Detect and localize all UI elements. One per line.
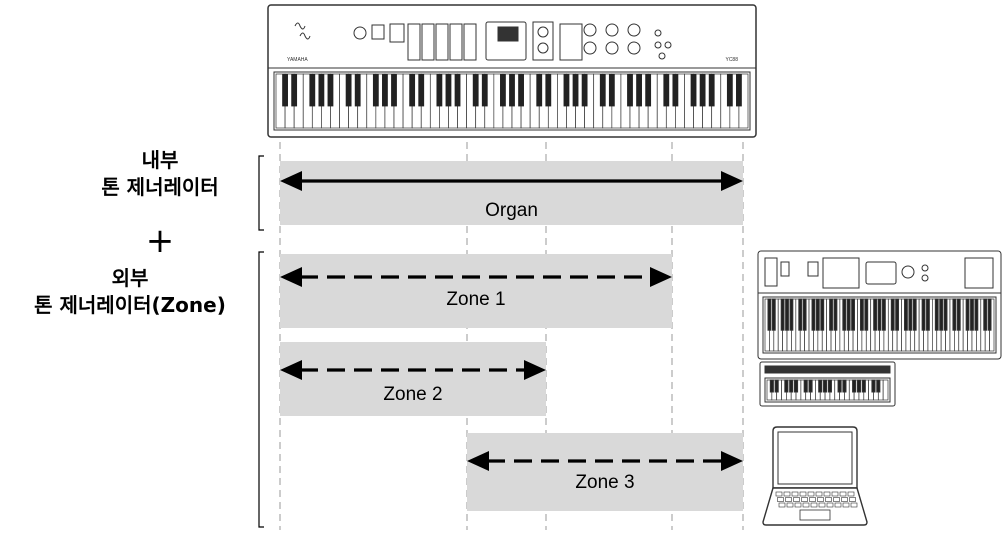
range-label: Zone 3: [575, 472, 634, 493]
range-band: [280, 342, 546, 416]
synthesizer-illustration: [757, 250, 1002, 360]
arrow-head-right: [524, 360, 546, 380]
control-panel: [294, 21, 672, 61]
arrow-head-right: [721, 451, 743, 471]
black-keys: [282, 74, 742, 107]
range-band: [280, 161, 743, 225]
range-zone-1: Zone 1: [280, 254, 672, 328]
internal-label-line2: 톤 제너레이터: [101, 175, 219, 199]
external-label-line2: 톤 제너레이터(Zone): [34, 293, 226, 317]
keyboard-brand-text: YAMAHA: [287, 57, 308, 63]
range-band: [280, 254, 672, 328]
stage-keyboard-illustration: YAMAHA YC88: [267, 4, 757, 138]
plus-sign: +: [145, 221, 175, 261]
range-label: Organ: [485, 200, 538, 221]
keyboard-model-text: YC88: [725, 57, 738, 63]
arrow-head-right: [650, 267, 672, 287]
arrow-head-right: [721, 171, 743, 191]
arrow-head-left: [280, 171, 302, 191]
external-bracket: [258, 251, 264, 528]
external-label-line1: 외부: [111, 266, 149, 290]
range-zone-3: Zone 3: [467, 433, 743, 511]
arrow-head-left: [467, 451, 489, 471]
internal-generator-label: 내부 톤 제너레이터: [70, 147, 250, 201]
range-band: [467, 433, 743, 511]
white-keys: [275, 73, 749, 129]
arrow-head-left: [280, 360, 302, 380]
laptop-illustration: [762, 426, 868, 526]
midi-keyboard-illustration: [759, 361, 896, 407]
range-zone-2: Zone 2: [280, 342, 546, 416]
range-organ: Organ: [280, 161, 743, 225]
range-label: Zone 1: [446, 289, 505, 310]
internal-label-line1: 내부: [141, 148, 179, 172]
range-label: Zone 2: [383, 384, 442, 405]
arrow-head-left: [280, 267, 302, 287]
internal-bracket: [258, 155, 264, 231]
external-generator-label: 외부 톤 제너레이터(Zone): [0, 265, 260, 319]
